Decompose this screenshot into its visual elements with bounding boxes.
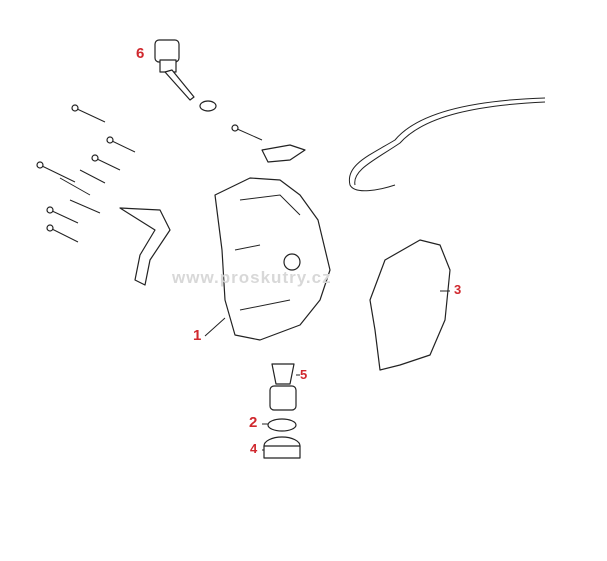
callout-3: 3 xyxy=(454,282,462,297)
callout-6: 6 xyxy=(136,45,145,62)
watermark: www.proskutry.cz xyxy=(172,268,332,287)
callout-4: 4 xyxy=(250,441,258,456)
crankcase-cover xyxy=(214,177,331,341)
bolts xyxy=(36,104,263,243)
small-bracket xyxy=(261,144,306,163)
bracket xyxy=(119,207,171,286)
oil-dipstick xyxy=(154,39,217,112)
callout-2: 2 xyxy=(249,414,258,431)
callout-1: 1 xyxy=(193,327,202,344)
gasket xyxy=(369,239,451,371)
callout-5: 5 xyxy=(300,367,308,382)
strainer-parts xyxy=(263,363,301,459)
cable xyxy=(348,97,546,192)
